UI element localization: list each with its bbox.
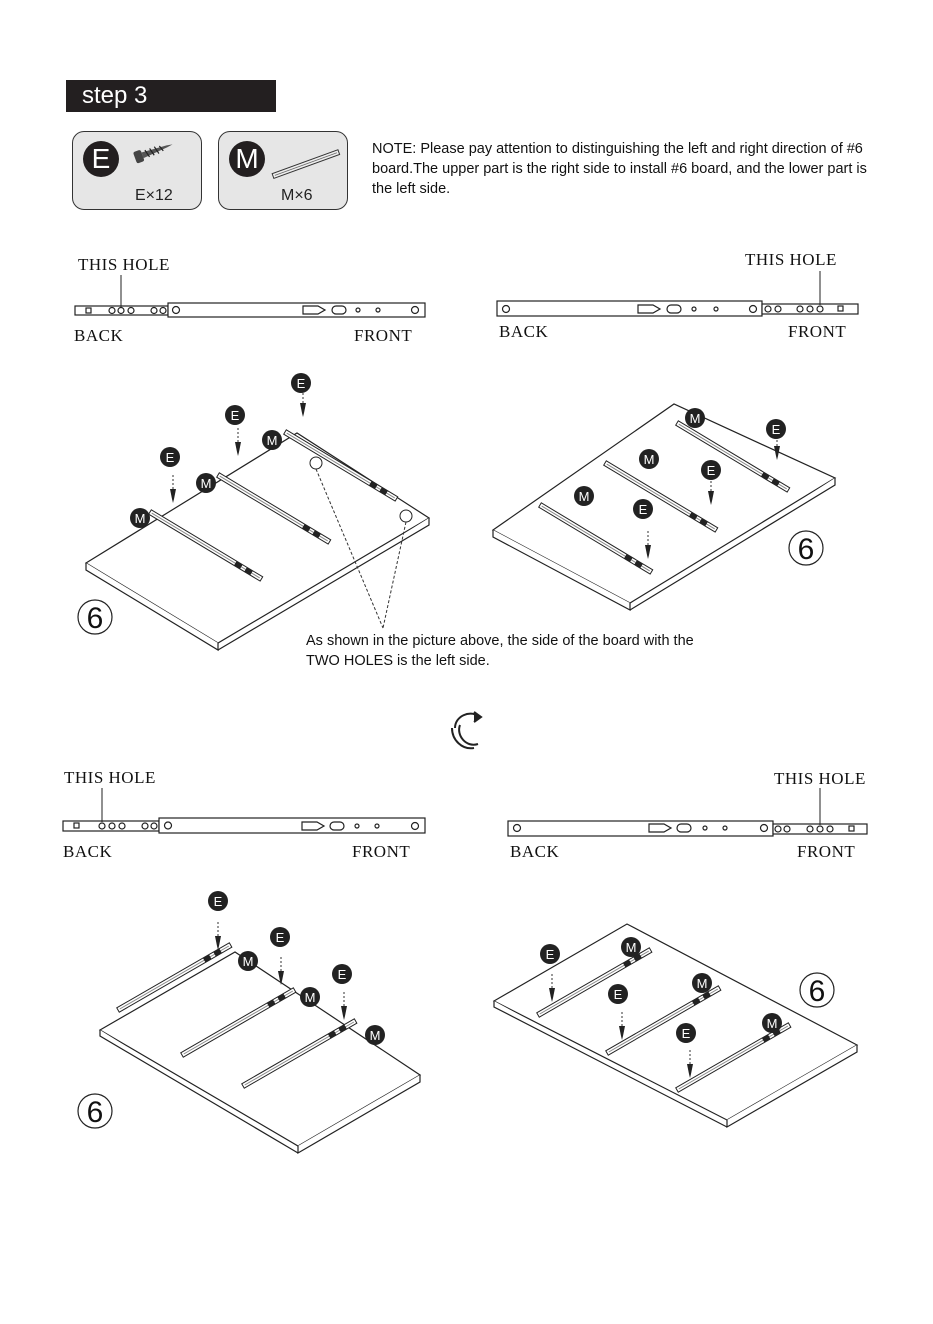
rail-tag: M [574, 486, 594, 506]
screw-tag: E [270, 927, 290, 947]
part-qty-e: E×12 [135, 187, 173, 204]
board-number-badge: 6 [77, 599, 113, 635]
screw-tag: E [676, 1023, 696, 1043]
caption-text: As shown in the picture above, the side … [306, 633, 694, 669]
rail-tag: M [300, 987, 320, 1007]
svg-text:M: M [201, 476, 212, 491]
svg-text:6: 6 [809, 975, 826, 1008]
svg-text:E: E [166, 450, 175, 465]
screw-tag: E [208, 891, 228, 911]
board-upper-right [491, 403, 837, 611]
svg-text:M: M [626, 940, 637, 955]
rail-tag: M [238, 951, 258, 971]
screw-tag: E [766, 419, 786, 439]
part-letter-e: E [83, 141, 119, 177]
svg-text:6: 6 [87, 602, 104, 635]
this-hole-label: THIS HOLE [774, 769, 866, 788]
svg-text:E: E [682, 1026, 691, 1041]
screw-tag: E [225, 405, 245, 425]
svg-text:E: E [338, 967, 347, 982]
front-label: FRONT [354, 326, 413, 345]
rail-tag: M [365, 1025, 385, 1045]
this-hole-label: THIS HOLE [78, 255, 170, 274]
board-lower-right [492, 923, 859, 1129]
board-lower-left [98, 951, 422, 1155]
back-label: BACK [63, 842, 113, 861]
svg-text:E: E [297, 376, 306, 391]
screw-tag: E [160, 447, 180, 467]
screw-tag: E [633, 499, 653, 519]
side-rail-lower-right [507, 820, 868, 837]
flip-rotate-icon [451, 711, 483, 750]
screw-tag: E [608, 984, 628, 1004]
svg-text:E: E [639, 502, 648, 517]
svg-text:6: 6 [798, 533, 815, 566]
svg-text:E: E [707, 463, 716, 478]
rail-tag: M [621, 937, 641, 957]
svg-text:M: M [243, 954, 254, 969]
side-rail-lower-left [62, 817, 426, 834]
svg-text:M: M [767, 1016, 778, 1031]
svg-text:E: E [276, 930, 285, 945]
front-label: FRONT [788, 322, 847, 341]
rail-tag: M [130, 508, 150, 528]
part-qty-m: M×6 [281, 187, 313, 204]
screw-icon [133, 144, 173, 164]
back-label: BACK [74, 326, 124, 345]
screw-tag: E [291, 373, 311, 393]
svg-text:6: 6 [87, 1096, 104, 1129]
this-hole-label: THIS HOLE [64, 768, 156, 787]
back-label: BACK [499, 322, 549, 341]
svg-text:E: E [231, 408, 240, 423]
board-number-badge: 6 [799, 972, 835, 1008]
side-rail-upper-left [74, 302, 426, 318]
step-title: step 3 [66, 80, 276, 112]
rail-tag: M [685, 408, 705, 428]
screw-tag: E [540, 944, 560, 964]
back-label: BACK [510, 842, 560, 861]
svg-text:E: E [614, 987, 623, 1002]
svg-text:M: M [135, 511, 146, 526]
part-letter-m: M [229, 141, 265, 177]
rail-tag: M [196, 473, 216, 493]
part-card-e: E E×12 [72, 131, 202, 210]
board-upper-left [84, 432, 431, 652]
svg-text:E: E [546, 947, 555, 962]
svg-text:M: M [305, 990, 316, 1005]
rail-tag: M [262, 430, 282, 450]
front-label: FRONT [352, 842, 411, 861]
svg-text:M: M [690, 411, 701, 426]
part-card-m: M M×6 [218, 131, 348, 210]
svg-text:E: E [772, 422, 781, 437]
board-number-badge: 6 [77, 1093, 113, 1129]
side-rail-upper-right [496, 300, 859, 317]
note-text: NOTE: Please pay attention to distinguis… [372, 141, 867, 197]
this-hole-label: THIS HOLE [745, 250, 837, 269]
front-label: FRONT [797, 842, 856, 861]
board-number-badge: 6 [788, 530, 824, 566]
screw-tag: E [332, 964, 352, 984]
svg-text:M: M [579, 489, 590, 504]
svg-text:E: E [214, 894, 223, 909]
svg-text:M: M [370, 1028, 381, 1043]
svg-text:M: M [697, 976, 708, 991]
screw-tag: E [701, 460, 721, 480]
svg-text:M: M [644, 452, 655, 467]
svg-text:M: M [267, 433, 278, 448]
rail-icon [271, 149, 341, 179]
rail-tag: M [762, 1013, 782, 1033]
rail-tag: M [692, 973, 712, 993]
rail-tag: M [639, 449, 659, 469]
